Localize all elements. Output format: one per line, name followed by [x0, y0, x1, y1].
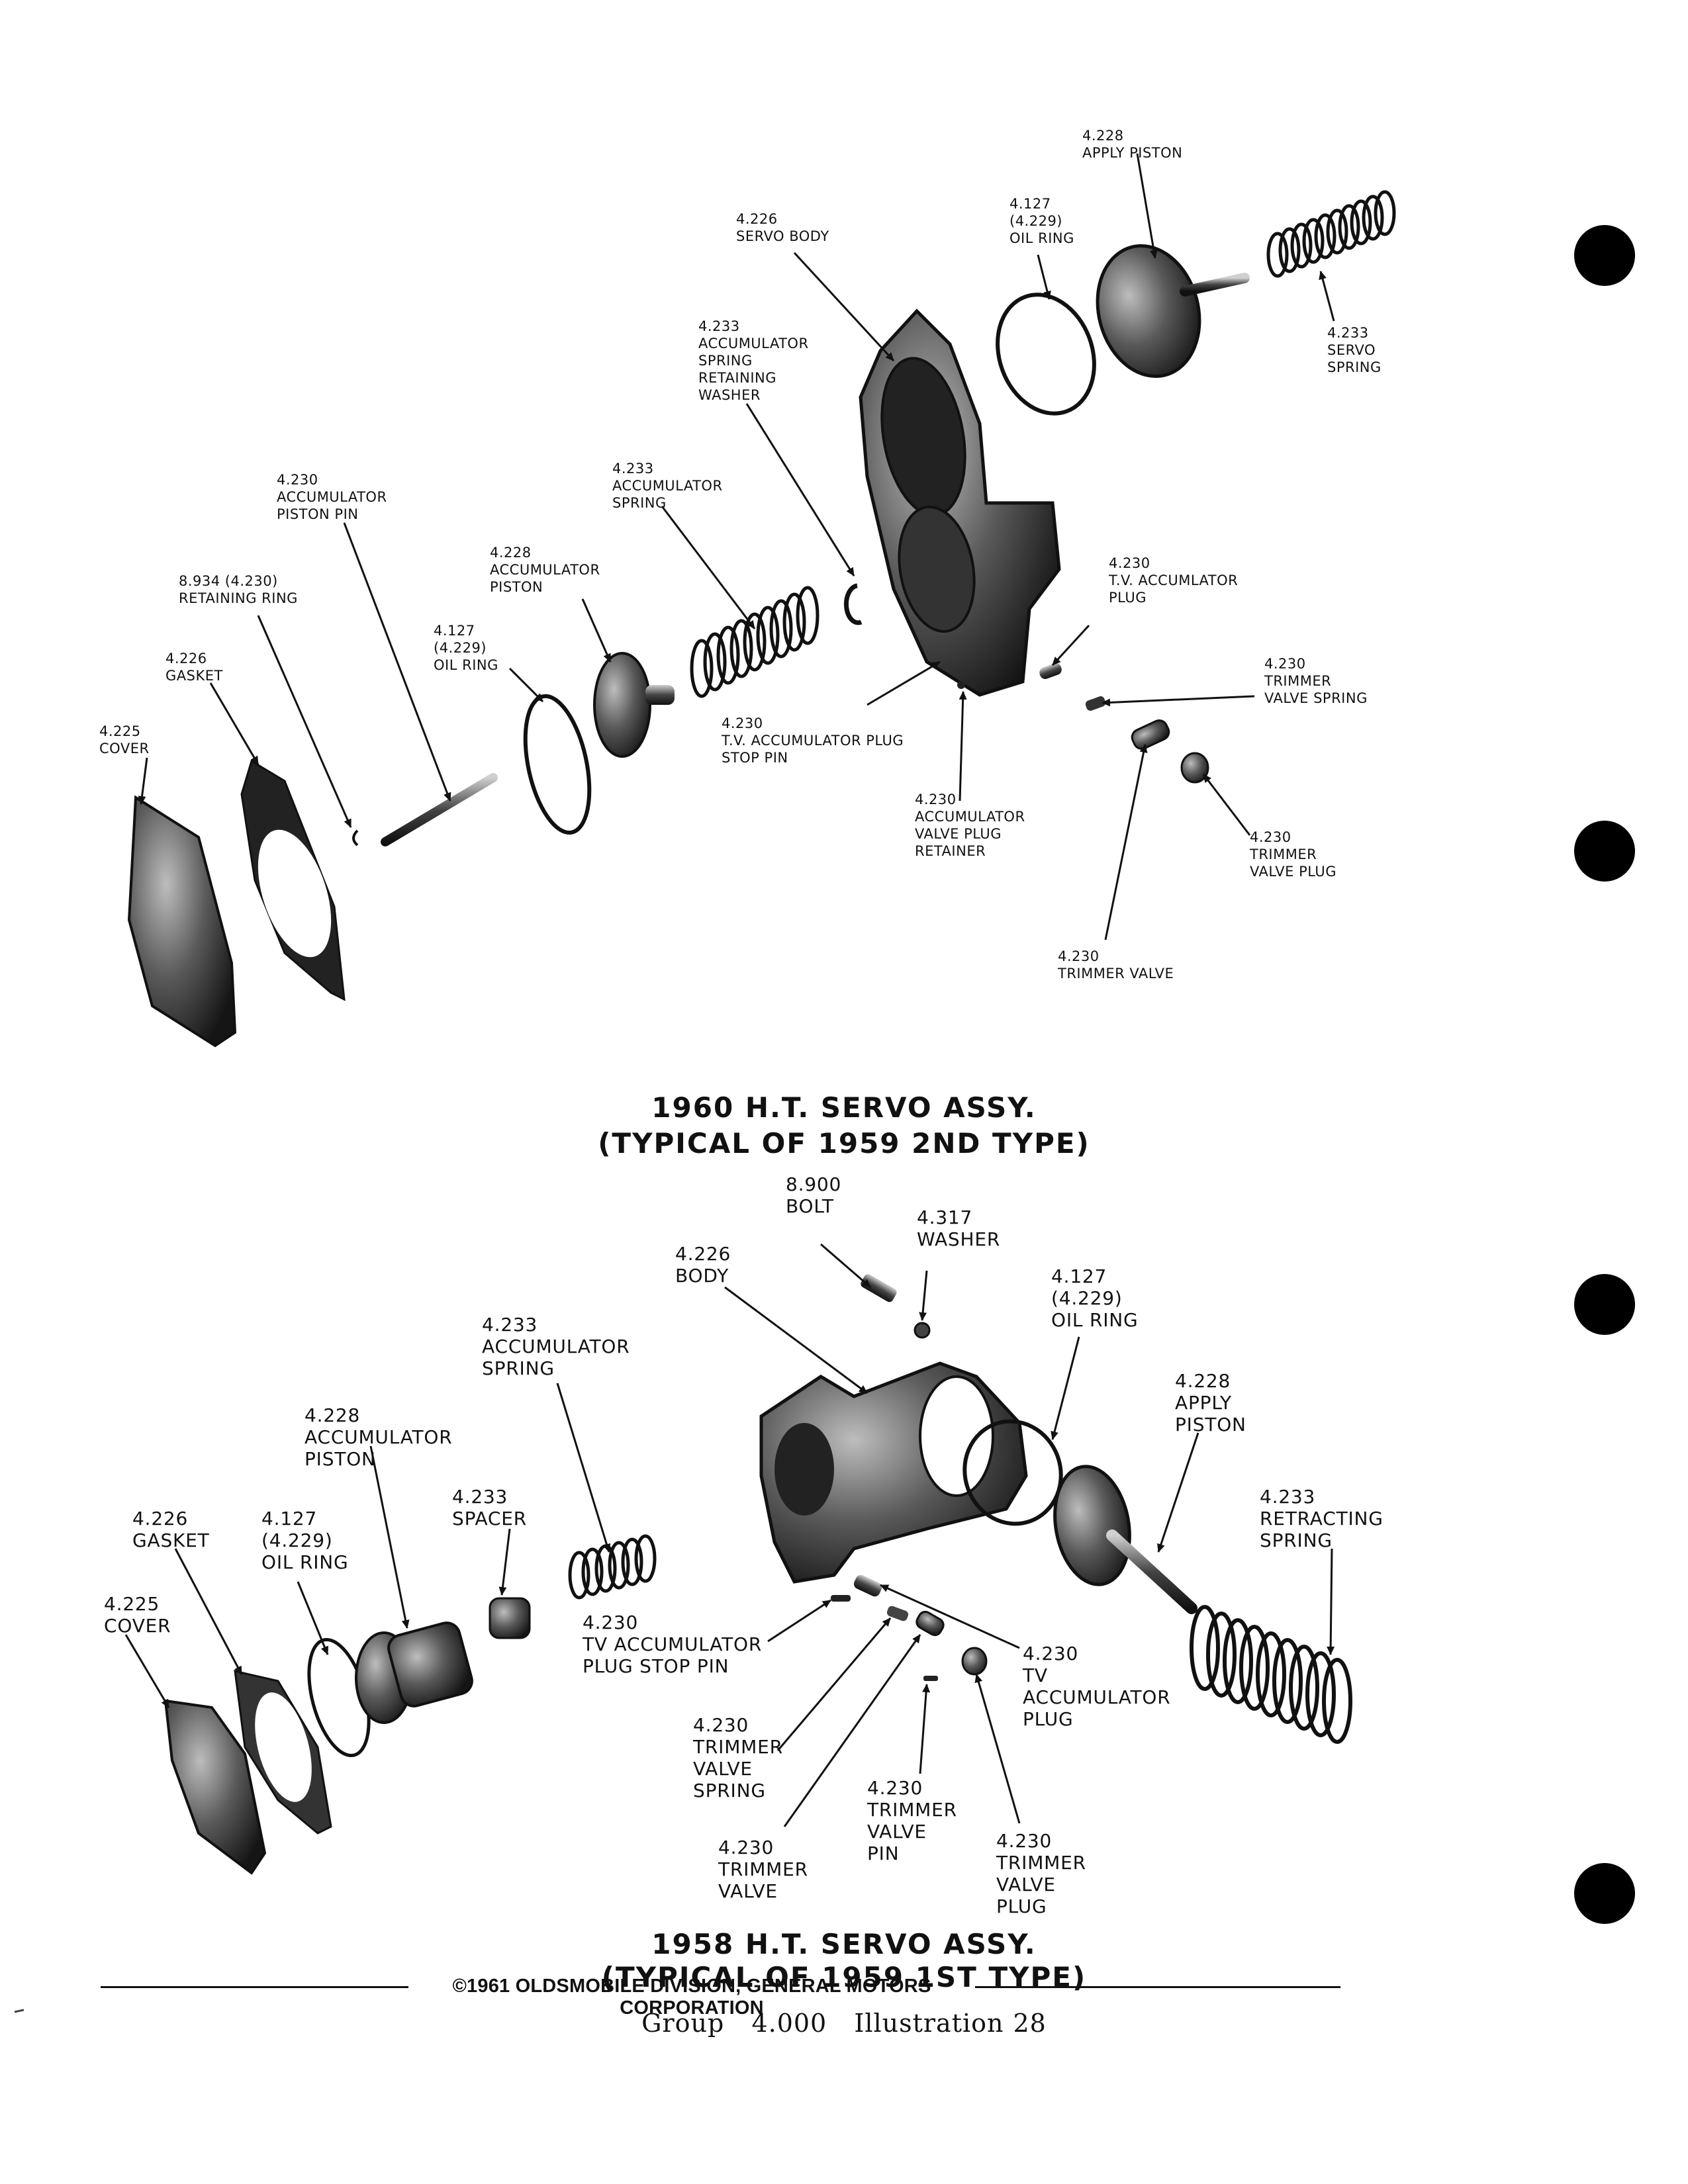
retaining-ring-part	[352, 829, 359, 846]
servo-body-bore-lower	[898, 505, 976, 633]
cover-part	[127, 795, 237, 1048]
body-bore-right	[919, 1375, 994, 1497]
label-oil-ring: 4.127 (4.229) OIL RING	[1009, 196, 1074, 246]
copyright-notice: ©1961 OLDSMOBILE DIVISION, GENERAL MOTOR…	[452, 1976, 931, 2019]
trimmer-plug-part	[961, 1647, 988, 1676]
trimmer-pin-part	[923, 1676, 938, 1681]
binder-hole	[1574, 1274, 1635, 1335]
binder-hole	[1574, 225, 1635, 286]
retaining-washer-part	[843, 583, 863, 625]
label-bolt: 8.900 BOLT	[786, 1173, 842, 1217]
label-servo-spring: 4.233 SERVO SPRING	[1327, 325, 1382, 375]
label-cover: 4.225 COVER	[99, 723, 150, 756]
group-label: Group	[641, 2009, 725, 2038]
accumulator-piston-body	[387, 1621, 473, 1707]
oil-ring-part	[962, 1419, 1063, 1526]
label-trimmer-valve-spring: 4.230 TRIMMER VALVE SPRING	[1264, 656, 1368, 706]
label-accumulator-spring-retaining-washer: 4.233 ACCUMULATOR SPRING RETAINING WASHE…	[698, 318, 809, 403]
accumulator-spring-part	[690, 586, 820, 698]
label-accumulator-piston: 4.228 ACCUMULATOR PISTON	[490, 545, 600, 595]
footer-rule-right	[975, 1986, 1340, 1988]
accumulator-piston-stem	[645, 685, 675, 705]
tv-plug-part	[853, 1574, 882, 1597]
label-spacer: 4.233 SPACER	[452, 1486, 528, 1529]
label-retaining-ring: 8.934 (4.230) RETAINING RING	[179, 573, 298, 606]
title-1960-line-2: (TYPICAL OF 1959 2ND TYPE)	[598, 1127, 1090, 1160]
accumulator-piston-part	[593, 652, 651, 758]
label-apply-piston: 4.228 APPLY PISTON	[1175, 1370, 1246, 1435]
servo-assembly-1960	[127, 190, 1396, 1048]
label-trimmer-valve-plug: 4.230 TRIMMER VALVE PLUG	[1250, 829, 1337, 880]
body-bore	[774, 1423, 834, 1516]
piston-pin-part	[381, 773, 498, 846]
label-retracting-spring: 4.233 RETRACTING SPRING	[1260, 1486, 1383, 1551]
apply-piston-rod	[1106, 1529, 1197, 1614]
spacer-part	[489, 1597, 531, 1639]
label-tv-accumulator-plug: 4.230 T.V. ACCUMLATOR PLUG	[1109, 555, 1239, 606]
label-gasket: 4.226 GASKET	[132, 1508, 210, 1551]
label-body: 4.226 BODY	[675, 1243, 731, 1287]
footer-caption: Group 4.000 Illustration 28	[0, 2009, 1688, 2038]
trimmer-valve-part	[915, 1610, 945, 1637]
plug-retainer-part	[957, 681, 965, 689]
binder-hole	[1574, 1863, 1635, 1924]
leader-lines-1958	[124, 1243, 1335, 1827]
gasket-opening	[255, 1692, 312, 1802]
cover-part	[164, 1699, 267, 1875]
servo-assembly-1958	[164, 1274, 1352, 1875]
label-trimmer-valve-pin: 4.230 TRIMMER VALVE PIN	[867, 1777, 957, 1864]
leader-lines-1960	[138, 153, 1335, 940]
label-tv-accumulator-plug: 4.230 TV ACCUMULATOR PLUG	[1023, 1643, 1171, 1730]
gasket-opening	[258, 829, 332, 958]
title-1958-line-1: 1958 H.T. SERVO ASSY.	[651, 1928, 1037, 1960]
label-accumulator-spring: 4.233 ACCUMULATOR SPRING	[612, 461, 723, 511]
label-accumulator-piston-pin: 4.230 ACCUMULATOR PISTON PIN	[277, 472, 387, 522]
label-oil-ring-right: 4.127 (4.229) OIL RING	[1051, 1265, 1139, 1331]
label-accumulator-valve-plug-retainer: 4.230 ACCUMULATOR VALVE PLUG RETAINER	[915, 792, 1025, 859]
trimmer-spring-part	[886, 1606, 909, 1621]
label-trimmer-valve-spring: 4.230 TRIMMER VALVE SPRING	[693, 1714, 783, 1801]
label-tv-accumulator-plug-stop-pin: 4.230 TV ACCUMULATOR PLUG STOP PIN	[583, 1612, 763, 1677]
accumulator-spring-part	[568, 1534, 657, 1600]
label-accumulator-piston: 4.228 ACCUMULATOR PISTON	[305, 1404, 453, 1470]
servo-spring-part	[1266, 190, 1396, 278]
illustration-number: 28	[1013, 2009, 1047, 2038]
group-number: 4.000	[751, 2009, 827, 2038]
bolt-part	[861, 1274, 897, 1302]
label-trimmer-valve: 4.230 TRIMMER VALVE	[1058, 948, 1174, 981]
oil-ring-part	[523, 694, 592, 835]
label-servo-body: 4.226 SERVO BODY	[736, 211, 829, 244]
label-apply-piston: 4.228 APPLY PISTON	[1082, 128, 1183, 161]
label-gasket: 4.226 GASKET	[165, 651, 223, 684]
trimmer-plug-part	[1180, 752, 1209, 784]
label-oil-ring-left: 4.127 (4.229) OIL RING	[434, 623, 498, 673]
trimmer-valve-part	[1131, 719, 1170, 750]
label-accumulator-spring: 4.233 ACCUMULATOR SPRING	[482, 1314, 630, 1379]
trimmer-spring-part	[1085, 696, 1106, 711]
binder-hole	[1574, 821, 1635, 882]
label-oil-ring-left: 4.127 (4.229) OIL RING	[261, 1508, 349, 1573]
footer-rule-left	[101, 1986, 408, 1988]
label-cover: 4.225 COVER	[104, 1593, 171, 1637]
washer-part	[914, 1322, 931, 1339]
title-1960-line-1: 1960 H.T. SERVO ASSY.	[651, 1091, 1037, 1124]
retracting-spring-part	[1190, 1605, 1352, 1744]
label-trimmer-valve: 4.230 TRIMMER VALVE	[718, 1837, 808, 1902]
stop-pin-part	[831, 1595, 851, 1602]
tv-plug-part	[1039, 662, 1062, 680]
label-tv-accumulator-plug-stop-pin: 4.230 T.V. ACCUMULATOR PLUG STOP PIN	[722, 715, 904, 766]
label-washer: 4.317 WASHER	[917, 1206, 1001, 1250]
apply-piston-part	[1053, 1465, 1131, 1586]
top-oil-ring-part	[996, 293, 1096, 416]
illustration-label: Illustration	[854, 2009, 1004, 2038]
apply-piston-rod	[1180, 273, 1250, 296]
scan-mark	[14, 2009, 24, 2013]
apply-piston-part	[1096, 244, 1201, 379]
label-trimmer-valve-plug: 4.230 TRIMMER VALVE PLUG	[996, 1830, 1086, 1917]
servo-body-part	[859, 308, 1061, 697]
